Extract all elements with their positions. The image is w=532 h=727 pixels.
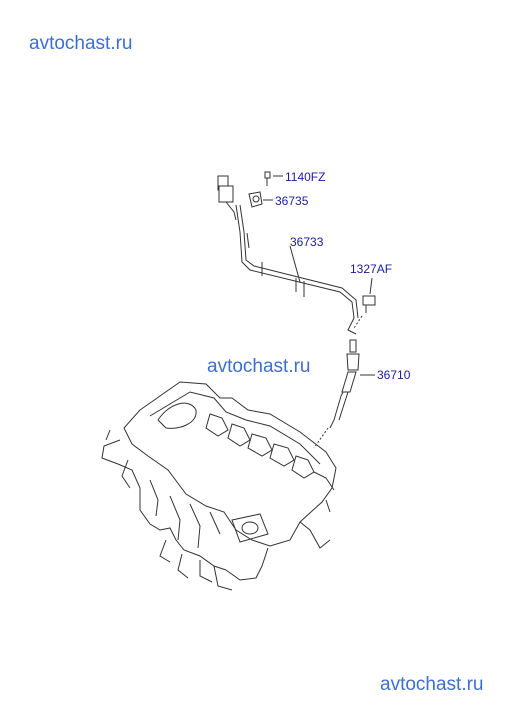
part-label-36710[interactable]: 36710: [377, 368, 411, 382]
bracket-36735: [248, 191, 273, 208]
part-label-1327af[interactable]: 1327AF: [350, 262, 393, 276]
watermark-top-left: avtochast.ru: [29, 33, 133, 54]
engine-cylinder-head: [101, 381, 337, 591]
part-label-36733[interactable]: 36733: [290, 235, 324, 249]
part-label-36735[interactable]: 36735: [275, 194, 309, 208]
bolt-1140fz: [264, 171, 283, 186]
watermark-center: avtochast.ru: [207, 356, 311, 377]
watermark-bottom-right: avtochast.ru: [380, 674, 484, 695]
connector-plug: [217, 175, 237, 221]
nut-1327af: [353, 277, 376, 329]
harness-36733: [235, 204, 359, 335]
glow-plug-36710: [313, 339, 375, 449]
part-label-1140fz[interactable]: 1140FZ: [285, 170, 326, 184]
